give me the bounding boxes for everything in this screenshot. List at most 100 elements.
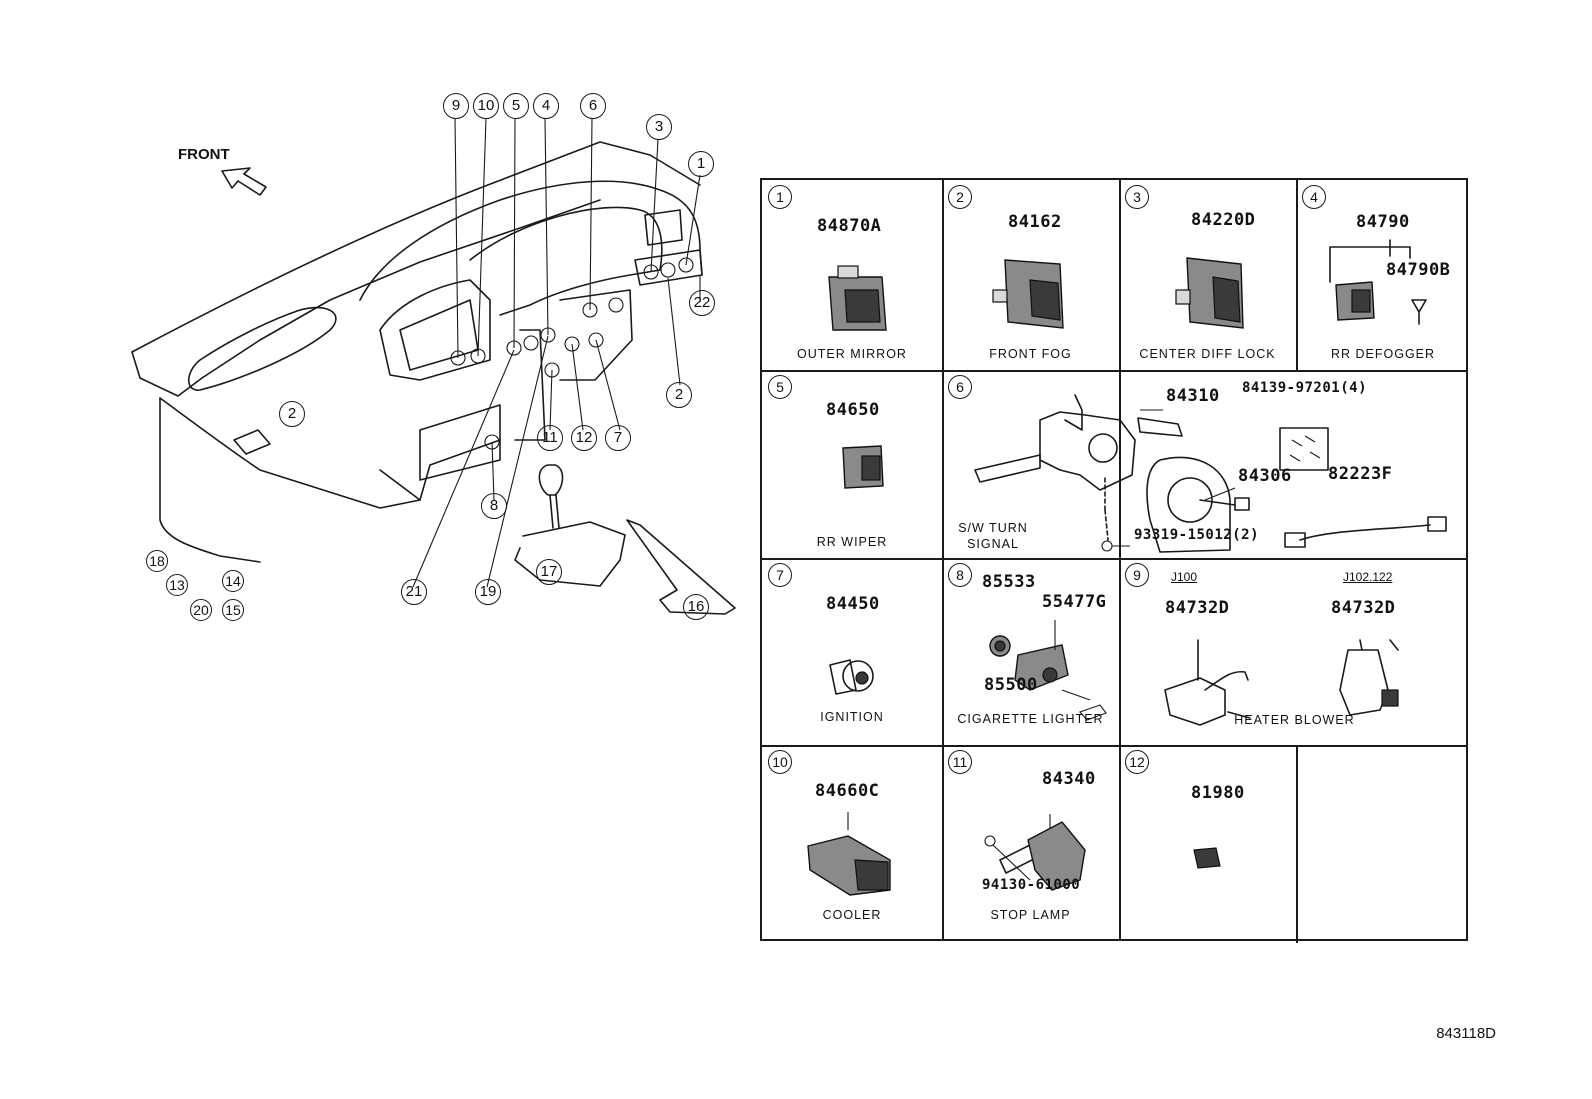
part-number[interactable]: 82223F	[1328, 464, 1393, 484]
callout-17[interactable]: 17	[536, 559, 562, 585]
part-84870A-drawing	[828, 265, 887, 331]
cell-caption: S/W TURN SIGNAL	[958, 521, 1028, 551]
cell-caption: CIGARETTE LIGHTER	[957, 712, 1104, 726]
part-number[interactable]: 85533	[982, 572, 1036, 592]
callout-6[interactable]: 6	[580, 93, 606, 119]
diagram-reference-number: 843118D	[1436, 1025, 1496, 1042]
part-84220D-drawing	[1175, 257, 1244, 329]
part-85533-drawing	[989, 620, 1107, 721]
part-84660C-drawing	[807, 812, 891, 896]
part-number[interactable]: 93319-15012(2)	[1134, 527, 1260, 543]
empty-cell	[1296, 745, 1470, 943]
cell-index: 4	[1302, 185, 1326, 209]
cell-caption: OUTER MIRROR	[797, 347, 907, 361]
part-84650-drawing	[842, 445, 884, 489]
cell-cigarette-lighter[interactable]: 8 85533 55477G 85500 CIGARETTE LIGHTER	[942, 558, 1119, 745]
cell-index: 3	[1125, 185, 1149, 209]
part-number[interactable]: 84139-97201(4)	[1242, 380, 1368, 396]
cell-caption: COOLER	[822, 908, 882, 922]
part-number[interactable]: 84790B	[1386, 260, 1451, 280]
cell-caption: CENTER DIFF LOCK	[1139, 347, 1276, 361]
callout-14[interactable]: 14	[222, 570, 244, 592]
cell-rr-wiper[interactable]: 5 84650 RR WIPER	[762, 370, 942, 558]
part-number[interactable]: 84306	[1238, 466, 1292, 486]
part-number[interactable]: 84310	[1166, 386, 1220, 406]
callout-16[interactable]: 16	[683, 594, 709, 620]
callout-1[interactable]: 1	[688, 151, 714, 177]
part-84162-drawing	[992, 259, 1064, 329]
part-number[interactable]: 84340	[1042, 769, 1096, 789]
grid-divider	[762, 370, 1466, 372]
part-number[interactable]: 84732D	[1331, 598, 1396, 618]
front-direction-label: FRONT	[178, 146, 230, 163]
cell-rr-defogger[interactable]: 4 84790 84790B RR DEFOGGER	[1296, 180, 1470, 370]
part-84790-drawing	[1329, 239, 1427, 325]
callout-7[interactable]: 7	[605, 425, 631, 451]
cell-heater-blower[interactable]: 9 J100 J102.122 84732D 84732D HEATER BLO…	[1119, 558, 1470, 745]
part-number[interactable]: 85500	[984, 675, 1038, 695]
part-number[interactable]: 55477G	[1042, 592, 1107, 612]
callout-19[interactable]: 19	[475, 579, 501, 605]
callout-12[interactable]: 12	[571, 425, 597, 451]
callout-22[interactable]: 22	[689, 290, 715, 316]
callout-8[interactable]: 8	[481, 493, 507, 519]
cell-index: 2	[948, 185, 972, 209]
cell-index: 1	[768, 185, 792, 209]
cell-index: 5	[768, 375, 792, 399]
variant-label: J102.122	[1343, 570, 1393, 584]
cell-stop-lamp[interactable]: 11 84340 94130-61000 STOP LAMP	[942, 745, 1119, 943]
variant-label: J100	[1171, 570, 1198, 584]
cell-index: 6	[948, 375, 972, 399]
callout-13[interactable]: 13	[166, 574, 188, 596]
part-number[interactable]: 84162	[1008, 212, 1062, 232]
part-84732D-drawing	[1164, 639, 1399, 726]
dashboard-outline	[131, 117, 736, 615]
cell-caption: IGNITION	[820, 710, 884, 724]
grid-divider	[1296, 180, 1298, 370]
callout-10[interactable]: 10	[473, 93, 499, 119]
callout-11[interactable]: 11	[537, 425, 563, 451]
cell-12[interactable]: 12 81980	[1119, 745, 1296, 943]
cell-ignition[interactable]: 7 84450 IGNITION	[762, 558, 942, 745]
grid-divider	[1296, 745, 1298, 943]
parts-grid: 1 84870A OUTER MIRROR 2 84162 FRONT FOG …	[760, 178, 1470, 943]
cell-center-diff-lock[interactable]: 3 84220D CENTER DIFF LOCK	[1119, 180, 1296, 370]
part-number[interactable]: 84650	[826, 400, 880, 420]
part-81980-drawing	[1193, 847, 1221, 869]
part-number[interactable]: 84220D	[1191, 210, 1256, 230]
callout-18[interactable]: 18	[146, 550, 168, 572]
cell-outer-mirror[interactable]: 1 84870A OUTER MIRROR	[762, 180, 942, 370]
part-number[interactable]: 84732D	[1165, 598, 1230, 618]
part-number[interactable]: 81980	[1191, 783, 1245, 803]
cell-caption: STOP LAMP	[990, 908, 1071, 922]
part-number[interactable]: 84660C	[815, 781, 880, 801]
cell-cooler[interactable]: 10 84660C COOLER	[762, 745, 942, 943]
callout-21[interactable]: 21	[401, 579, 427, 605]
cell-caption: HEATER BLOWER	[1234, 713, 1355, 727]
part-number[interactable]: 84870A	[817, 216, 882, 236]
grid-divider	[762, 745, 1466, 747]
cell-caption: RR DEFOGGER	[1330, 347, 1436, 361]
callout-20[interactable]: 20	[190, 599, 212, 621]
front-arrow-icon	[221, 167, 267, 196]
callout-9[interactable]: 9	[443, 93, 469, 119]
callout-2a[interactable]: 2	[666, 382, 692, 408]
callout-5[interactable]: 5	[503, 93, 529, 119]
part-number[interactable]: 84450	[826, 594, 880, 614]
cell-index: 11	[948, 750, 972, 774]
part-84450-drawing	[829, 659, 874, 695]
callout-2b[interactable]: 2	[279, 401, 305, 427]
cell-front-fog[interactable]: 2 84162 FRONT FOG	[942, 180, 1119, 370]
cell-caption: RR WIPER	[816, 535, 888, 549]
part-number[interactable]: 84790	[1356, 212, 1410, 232]
part-84340-drawing	[984, 814, 1086, 891]
part-84310-drawing	[974, 394, 1447, 553]
callout-15[interactable]: 15	[222, 599, 244, 621]
cell-turn-signal[interactable]: 6 84310 84139-97201(4) 84306 82223F 9331…	[942, 370, 1470, 558]
cell-index: 10	[768, 750, 792, 774]
part-number[interactable]: 94130-61000	[982, 877, 1081, 893]
callout-3[interactable]: 3	[646, 114, 672, 140]
cell-index: 12	[1125, 750, 1149, 774]
callout-4[interactable]: 4	[533, 93, 559, 119]
